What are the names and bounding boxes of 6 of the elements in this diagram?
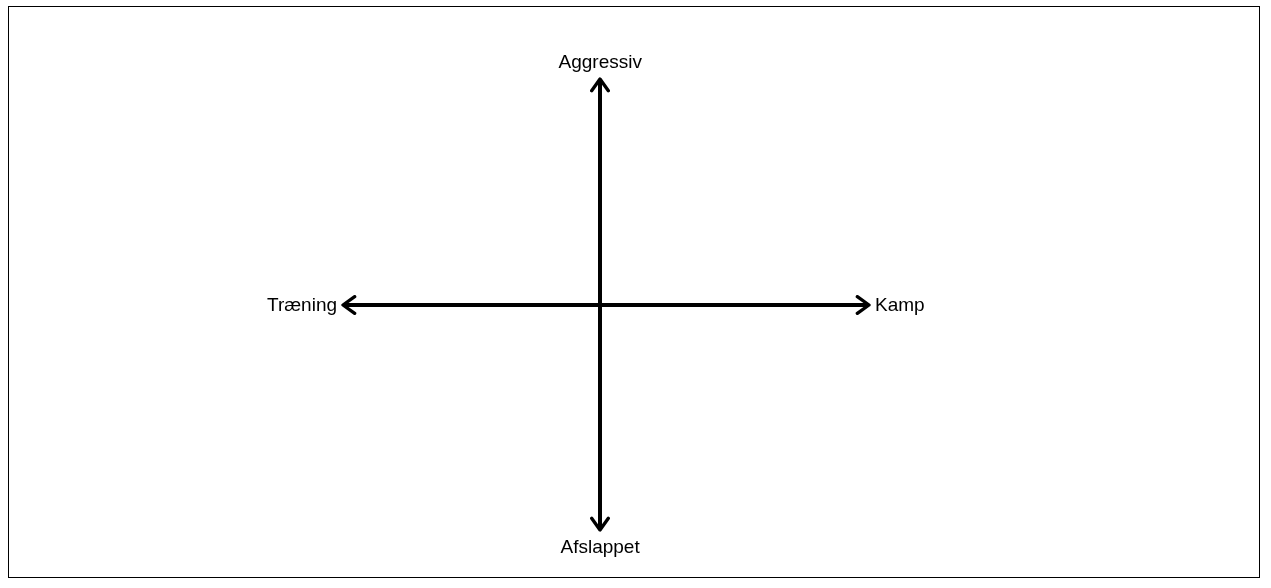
double-arrow	[590, 77, 610, 532]
axis-label: Aggressiv	[558, 51, 642, 73]
axis-label: Træning	[267, 294, 338, 316]
axis-label: Afslappet	[560, 536, 640, 558]
double-arrow	[341, 295, 871, 315]
axis-label: Kamp	[875, 294, 925, 316]
